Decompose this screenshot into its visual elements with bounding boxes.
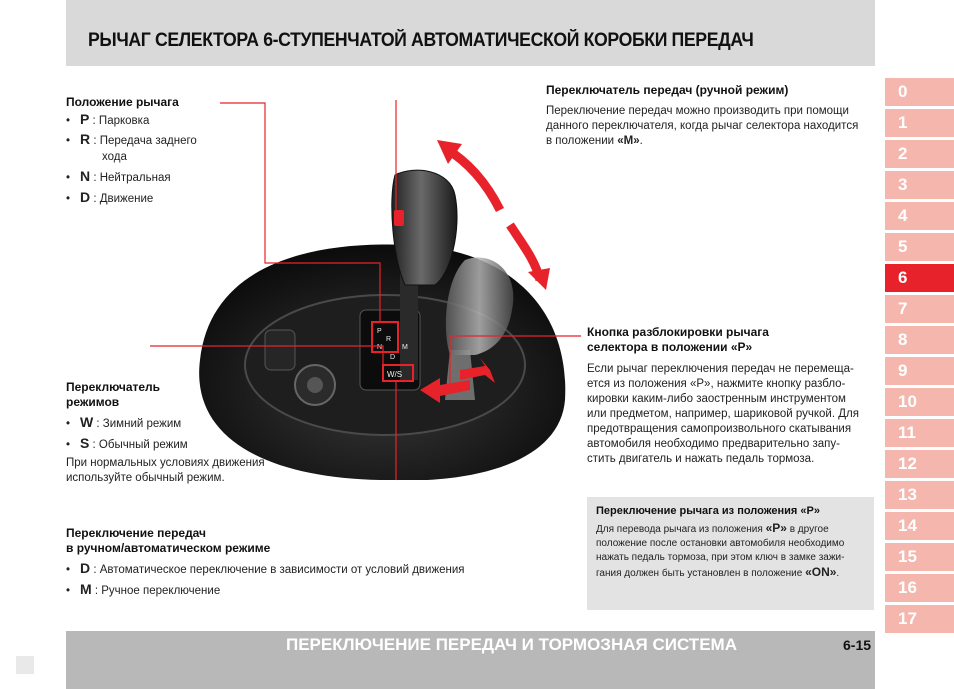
manual-auto-title: Переключение передач в ручном/автоматиче… bbox=[66, 526, 271, 555]
note-box-text: Для перевода рычага из положения «P» в д… bbox=[596, 521, 845, 579]
tab-12[interactable]: 12 bbox=[885, 450, 954, 478]
manual-switch-text: Переключение передач можно производить п… bbox=[546, 105, 859, 147]
gate-label-n: N bbox=[377, 344, 382, 351]
mode-switch-label: W/S bbox=[387, 370, 402, 379]
tab-0[interactable]: 0 bbox=[885, 78, 954, 106]
page-footer bbox=[66, 631, 875, 689]
note-box-title: Переключение рычага из положения «P» bbox=[596, 505, 820, 517]
tab-17[interactable]: 17 bbox=[885, 605, 954, 633]
list-item-continued: хода bbox=[102, 151, 127, 163]
page-title: РЫЧАГ СЕЛЕКТОРА 6-СТУПЕНЧАТОЙ АВТОМАТИЧЕ… bbox=[88, 30, 754, 51]
callout-lever-position bbox=[220, 102, 381, 322]
callout-unlock-button bbox=[449, 335, 581, 387]
page-header bbox=[66, 0, 875, 66]
list-item: •M : Ручное переключение bbox=[66, 581, 221, 597]
tab-7[interactable]: 7 bbox=[885, 295, 954, 323]
ghost-knob bbox=[445, 257, 514, 355]
tab-6-active[interactable]: 6 bbox=[885, 264, 954, 292]
section-title: ПЕРЕКЛЮЧЕНИЕ ПЕРЕДАЧ И ТОРМОЗНАЯ СИСТЕМА bbox=[286, 635, 737, 654]
lever-position-list: •P : Парковка •R : Передача заднего хода… bbox=[66, 111, 197, 207]
gate-label-p: P bbox=[377, 328, 382, 335]
callout-mode-switch bbox=[150, 345, 384, 365]
callout-manual-switch bbox=[395, 100, 397, 212]
tab-11[interactable]: 11 bbox=[885, 419, 954, 447]
gate-label-m: M bbox=[402, 344, 408, 351]
list-item: •W : Зимний режим bbox=[66, 414, 182, 430]
list-item: •D : Движение bbox=[66, 189, 154, 205]
unlock-button-title: Кнопка разблокировки рычага селектора в … bbox=[587, 325, 769, 354]
gear-selector-illustration: P R N D M W/S bbox=[150, 100, 581, 480]
manual-switch-marker bbox=[394, 210, 404, 226]
list-item: •N : Нейтральная bbox=[66, 168, 171, 184]
note-box: Переключение рычага из положения «P» Для… bbox=[587, 497, 874, 610]
list-item: •P : Парковка bbox=[66, 111, 150, 127]
list-item: •D : Автоматическое переключение в завис… bbox=[66, 560, 465, 576]
tab-2[interactable]: 2 bbox=[885, 140, 954, 168]
left-arrow bbox=[420, 378, 470, 403]
list-item: •R : Передача заднего bbox=[66, 131, 197, 147]
tab-8[interactable]: 8 bbox=[885, 326, 954, 354]
tab-4[interactable]: 4 bbox=[885, 202, 954, 230]
lever-shaft bbox=[400, 270, 418, 380]
right-arrow bbox=[460, 358, 495, 383]
callout-manual-auto bbox=[395, 381, 397, 480]
mode-switch-note: При нормальных условиях движения использ… bbox=[66, 457, 265, 484]
chapter-tabs: 0 1 2 3 4 5 6 7 8 9 10 11 12 13 14 15 16… bbox=[885, 78, 954, 636]
tab-1[interactable]: 1 bbox=[885, 109, 954, 137]
tab-10[interactable]: 10 bbox=[885, 388, 954, 416]
corner-mark bbox=[16, 656, 34, 674]
gate-label-d: D bbox=[390, 354, 395, 361]
tab-14[interactable]: 14 bbox=[885, 512, 954, 540]
tab-5[interactable]: 5 bbox=[885, 233, 954, 261]
lever-knob bbox=[391, 169, 458, 286]
mode-switch-list: •W : Зимний режим •S : Обычный режим bbox=[66, 414, 188, 453]
list-item: •S : Обычный режим bbox=[66, 435, 188, 451]
manual-auto-list: •D : Автоматическое переключение в завис… bbox=[66, 560, 465, 599]
tab-13[interactable]: 13 bbox=[885, 481, 954, 509]
tab-3[interactable]: 3 bbox=[885, 171, 954, 199]
mode-switch-title: Переключатель режимов bbox=[66, 380, 161, 409]
page-number: 6-15 bbox=[843, 637, 872, 653]
tab-9[interactable]: 9 bbox=[885, 357, 954, 385]
gate-labels: P R N D M bbox=[371, 321, 408, 361]
unlock-button-text: Если рычаг переключения передач не перем… bbox=[587, 363, 859, 465]
manual-switch-title: Переключатель передач (ручной режим) bbox=[546, 83, 789, 97]
side-button bbox=[264, 329, 296, 371]
lever-position-title: Положение рычага bbox=[66, 95, 179, 109]
tab-16[interactable]: 16 bbox=[885, 574, 954, 602]
mode-switch-highlight bbox=[382, 364, 414, 382]
tab-15[interactable]: 15 bbox=[885, 543, 954, 571]
gate-label-r: R bbox=[386, 336, 391, 343]
